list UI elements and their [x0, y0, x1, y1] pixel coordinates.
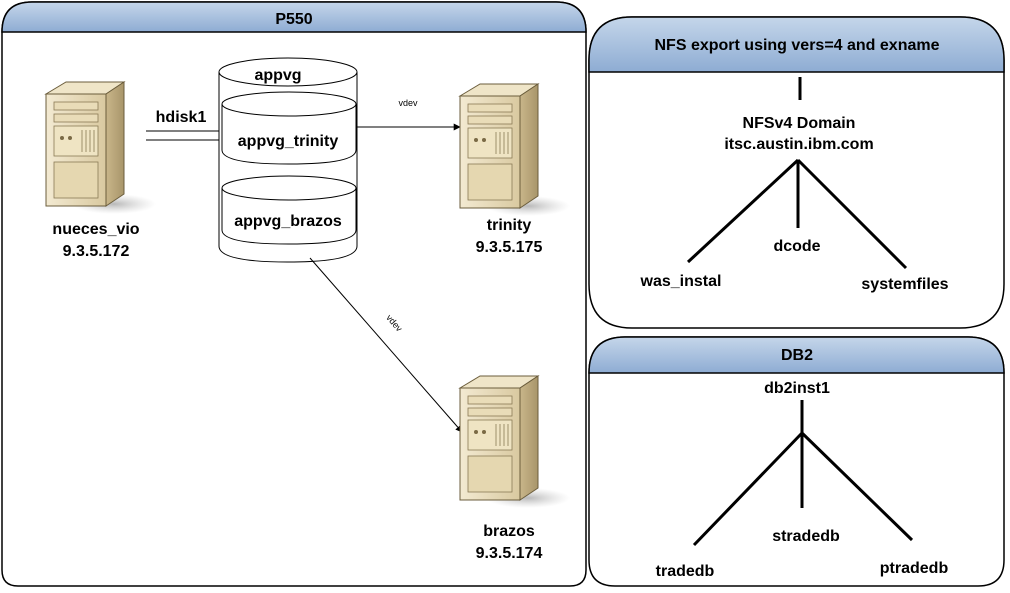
db2-panel: DB2: [588, 336, 1005, 587]
nfs-child-systemfiles: systemfiles: [861, 276, 948, 293]
nfs-tree-branches: [686, 158, 908, 270]
logical-volume-brazos-label: appvg_brazos: [234, 213, 342, 230]
server-nueces-vio-name: nueces_vio: [52, 221, 139, 238]
db2-root: db2inst1: [764, 380, 830, 397]
nfs-header: [588, 16, 1005, 73]
volume-group-label: appvg: [254, 67, 301, 84]
db2-tree-branches: [692, 400, 914, 547]
nfs-panel: NFS export using vers=4 and exname: [588, 16, 1005, 329]
nfs-domain-line2: itsc.austin.ibm.com: [724, 136, 873, 153]
db2-header: [588, 336, 1005, 374]
server-brazos-ip: 9.3.5.174: [476, 545, 543, 562]
server-brazos-name: brazos: [483, 523, 535, 540]
db2-child-stradedb: stradedb: [772, 528, 840, 545]
hdisk1-connection: [146, 130, 222, 141]
server-trinity-name: trinity: [487, 217, 532, 234]
nfs-child-dcode: dcode: [773, 238, 820, 255]
db2-border: [588, 336, 1005, 587]
nfs-domain-line1: NFSv4 Domain: [743, 115, 856, 132]
vdev-arrow-brazos: [309, 257, 463, 433]
logical-volume-trinity-label: appvg_trinity: [238, 133, 339, 150]
db2-title: DB2: [781, 347, 813, 364]
hdisk1-label: hdisk1: [156, 109, 207, 126]
logical-volume-brazos: [221, 175, 357, 245]
server-nueces-vio-ip: 9.3.5.172: [63, 243, 130, 260]
server-trinity-ip: 9.3.5.175: [476, 239, 543, 256]
db2-child-tradedb: tradedb: [656, 563, 715, 580]
p550-title: P550: [275, 11, 312, 28]
vdev-label-trinity: vdev: [398, 98, 418, 108]
nfs-child-was-instal: was_instal: [640, 273, 722, 290]
p550-header: [1, 1, 587, 33]
logical-volume-trinity: [221, 91, 357, 165]
p550-panel: P550: [1, 1, 587, 587]
db2-child-ptradedb: ptradedb: [880, 560, 949, 577]
nfs-title: NFS export using vers=4 and exname: [655, 37, 940, 54]
